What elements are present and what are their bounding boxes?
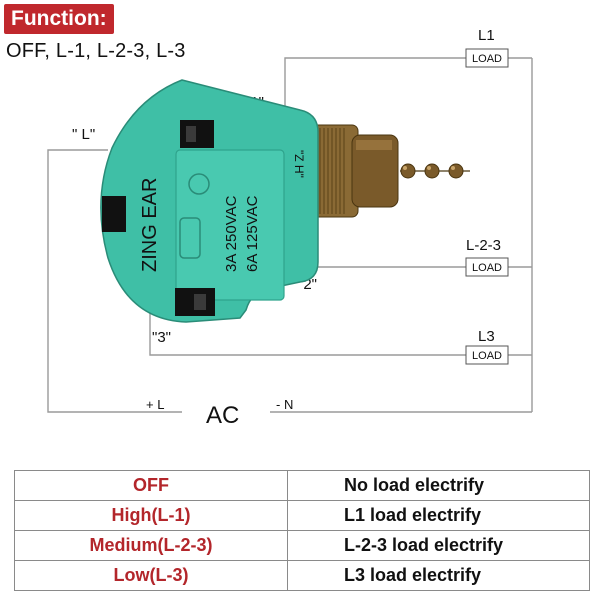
mode-cell: Low(L-3)	[14, 560, 288, 591]
terminal-label-3: "3"	[152, 329, 171, 346]
state-cell: L-2-3 load electrify	[287, 530, 590, 561]
load-box-l1	[465, 48, 509, 68]
pull-chain	[400, 163, 470, 179]
ac-label: AC	[206, 402, 239, 429]
ac-plus-label: + L	[146, 397, 164, 412]
wire-l-common	[47, 149, 182, 413]
table-row: Medium(L-2-3) L-2-3 load electrify	[14, 530, 590, 561]
load-boxes: LOAD LOAD LOAD	[465, 48, 509, 365]
load-label-l23: LOAD	[472, 262, 502, 274]
output-name-l1: L1	[478, 27, 495, 44]
output-name-l3: L3	[478, 328, 495, 345]
mode-cell: High(L-1)	[14, 500, 288, 531]
load-label-l3: LOAD	[472, 350, 502, 362]
chain-bead-2	[424, 163, 440, 179]
state-cell: L3 load electrify	[287, 560, 590, 591]
mode-cell: OFF	[14, 470, 288, 501]
wire-l3	[149, 300, 466, 356]
switch-rating-b: 6A 125VAC	[244, 195, 261, 272]
wiring-diagram: LOAD LOAD LOAD L1 L-2-3 L3 "1" " L" "2" …	[47, 27, 533, 429]
terminal-slot-1	[180, 120, 214, 148]
switch-mark-zh: "Z H"	[292, 150, 306, 178]
chain-bead-1	[400, 163, 416, 179]
brass-bushing	[311, 124, 399, 218]
terminal-label-l: " L"	[72, 126, 95, 143]
chain-bead-3	[448, 163, 464, 179]
safety-mark-icon	[188, 173, 210, 195]
function-modes: OFF, L-1, L-2-3, L-3	[6, 40, 186, 62]
switch-brand-mark: ZING EAR	[139, 178, 161, 272]
terminal-slot-l	[102, 196, 126, 232]
switch-rating-a: 3A 250VAC	[223, 195, 240, 272]
state-cell: L1 load electrify	[287, 500, 590, 531]
switch-body: ZING EAR 3A 250VAC 6A 125VAC "Z H"	[100, 79, 319, 323]
mode-cell: Medium(L-2-3)	[14, 530, 288, 561]
function-badge: Function:	[4, 4, 114, 34]
function-table: OFF No load electrify High(L-1) L1 load …	[14, 470, 590, 591]
state-cell: No load electrify	[287, 470, 590, 501]
table-row: High(L-1) L1 load electrify	[14, 500, 590, 531]
table-row: OFF No load electrify	[14, 470, 590, 501]
ul-mark-icon	[179, 217, 201, 259]
output-name-l23: L-2-3	[466, 237, 501, 254]
load-box-l3	[465, 345, 509, 365]
ac-minus-label: - N	[276, 397, 293, 412]
table-row: Low(L-3) L3 load electrify	[14, 560, 590, 591]
load-label-l1: LOAD	[472, 53, 502, 65]
load-box-l23	[465, 257, 509, 277]
